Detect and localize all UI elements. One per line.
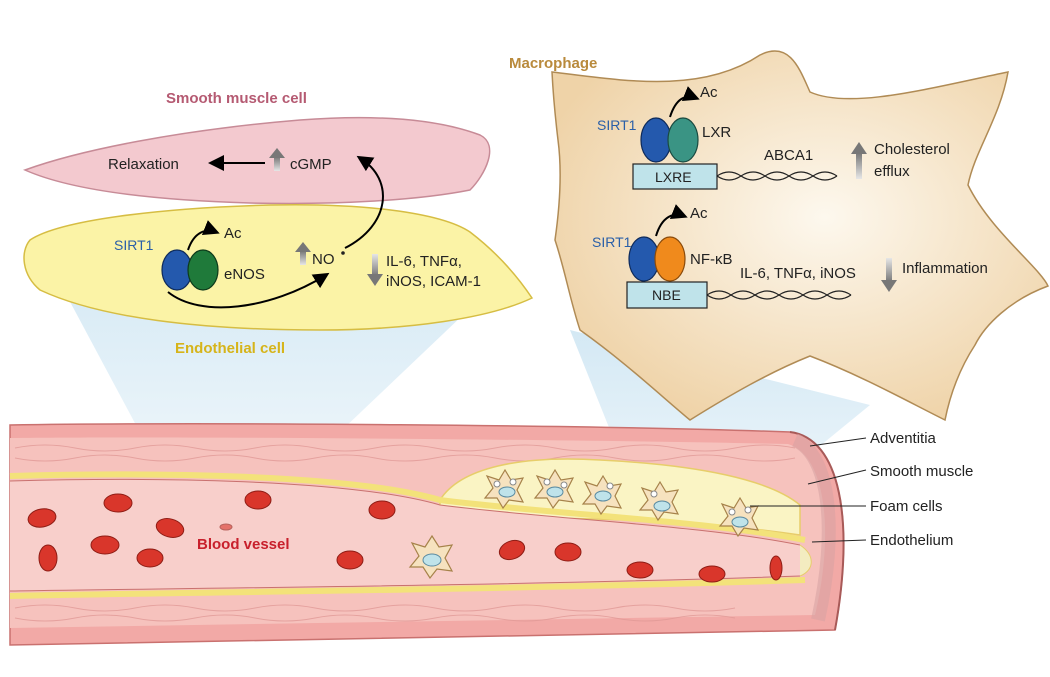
enos-to-no-arrow — [167, 272, 330, 309]
relaxation-label: Relaxation — [108, 156, 179, 173]
no-radical-dot — [341, 251, 345, 255]
inflammation-down-arrowhead — [881, 280, 897, 292]
endothelial-cell-title: Endothelial cell — [175, 340, 285, 357]
cytokines-down-arrow-endothelial — [372, 254, 378, 276]
smooth-muscle-label: Smooth muscle — [870, 463, 973, 480]
abca1-label: ABCA1 — [764, 147, 813, 164]
lxre-box — [632, 163, 718, 190]
adventitia-leader — [809, 437, 867, 447]
sirt1-label-nfkb: SIRT1 — [592, 234, 632, 250]
endothelium-label: Endothelium — [870, 532, 953, 549]
acetyl-removal-arrow-lxr — [669, 86, 700, 118]
nbe-box — [626, 281, 708, 309]
red-blood-cells — [27, 490, 783, 583]
mac-cytokines-label: IL-6, TNFα, iNOS — [740, 265, 856, 282]
ac-label-endothelial: Ac — [224, 225, 242, 242]
dna-helix-cytokines — [706, 290, 852, 300]
nfkb-label: NF-κB — [690, 251, 733, 268]
lxr-oval — [667, 117, 699, 163]
cgmp-up-arrow — [274, 157, 280, 171]
no-up-arrowhead — [295, 242, 311, 252]
foam-cells — [408, 468, 760, 580]
cholesterol-up-arrowhead — [851, 142, 867, 154]
no-up-arrow — [300, 251, 306, 265]
lxre-label: LXRE — [655, 169, 692, 185]
ac-label-lxr: Ac — [700, 84, 718, 101]
nfkb-oval — [654, 236, 686, 282]
nbe-label: NBE — [652, 287, 681, 303]
sirt1-label-lxr: SIRT1 — [597, 117, 637, 133]
cytokines-down-arrowhead-endothelial — [367, 274, 383, 286]
endo-cytokines-line2: iNOS, ICAM-1 — [386, 273, 481, 290]
sirt1-label-endothelial: SIRT1 — [114, 237, 154, 253]
cholesterol-up-arrow — [856, 153, 862, 179]
inflammation-label: Inflammation — [902, 260, 988, 277]
dna-helix-abca1 — [716, 171, 838, 181]
macrophage-title: Macrophage — [509, 55, 597, 72]
smooth-muscle-cell-title: Smooth muscle cell — [166, 90, 307, 107]
blood-vessel-title: Blood vessel — [197, 536, 290, 553]
no-to-cgmp-arrow — [344, 155, 384, 249]
cholesterol-label: Cholesterol — [874, 141, 950, 158]
endothelium-leader — [811, 539, 867, 543]
cgmp-up-arrowhead — [269, 148, 285, 158]
efflux-label: efflux — [874, 163, 910, 180]
smooth-muscle-leader — [807, 469, 867, 485]
blood-vessel — [9, 423, 845, 646]
acetyl-removal-arrow-endothelial — [187, 220, 220, 251]
foam-cells-label: Foam cells — [870, 498, 943, 515]
ac-label-nfkb: Ac — [690, 205, 708, 222]
smooth-muscle-cell-shape — [22, 116, 491, 205]
sirt1-oval-lxr — [640, 117, 672, 163]
no-label: NO — [312, 251, 335, 268]
endo-cytokines-line1: IL-6, TNFα, — [386, 253, 462, 270]
cgmp-label: cGMP — [290, 156, 332, 173]
enos-label: eNOS — [224, 266, 265, 283]
lxr-label: LXR — [702, 124, 731, 141]
inflammation-down-arrow — [886, 258, 892, 282]
adventitia-label: Adventitia — [870, 430, 937, 447]
acetyl-removal-arrow-nfkb — [655, 204, 688, 237]
enos-oval — [187, 249, 219, 291]
endothelial-cell-shape — [23, 203, 534, 331]
